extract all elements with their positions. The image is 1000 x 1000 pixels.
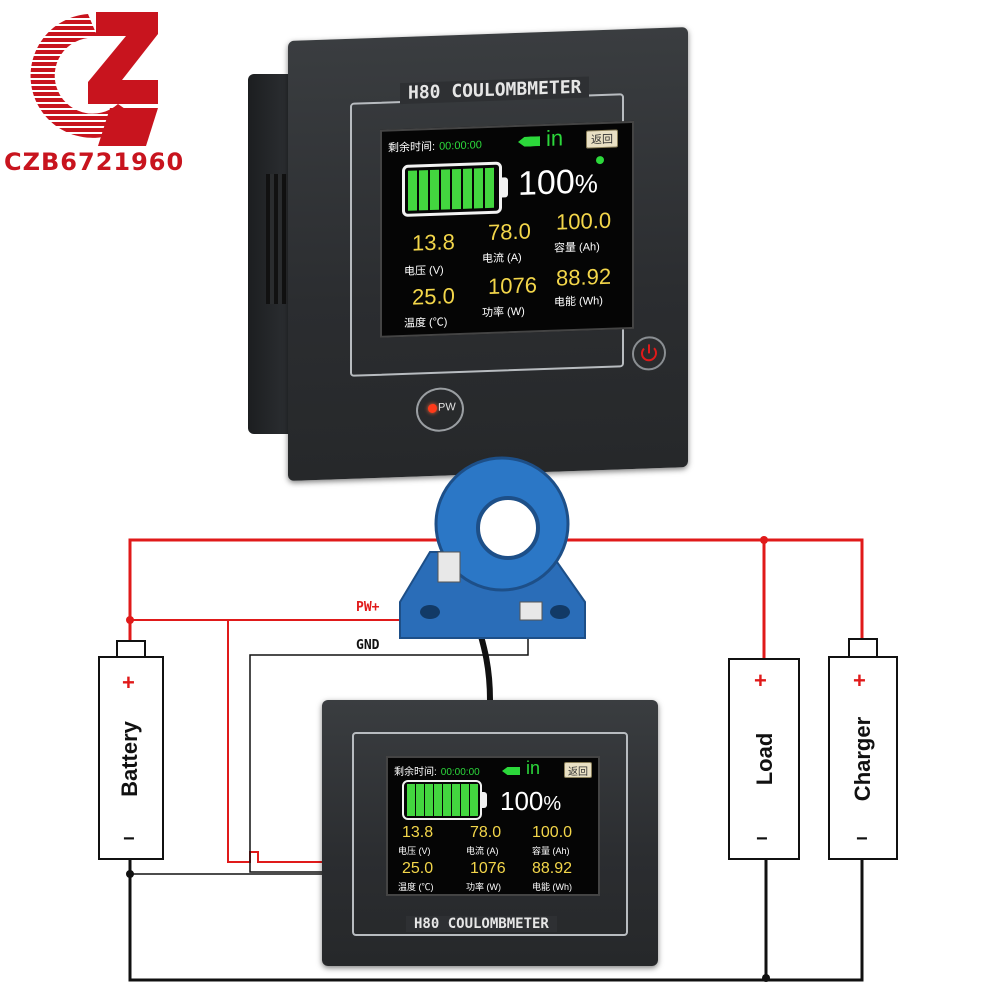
- battery-label: Battery: [117, 721, 142, 797]
- load-label: Load: [752, 732, 777, 786]
- brand-logo-text: CZB6721960: [4, 148, 185, 176]
- junction-dot: [760, 536, 768, 544]
- remaining-time-label: 剩余时间:: [394, 767, 437, 778]
- load-minus-sign: −: [756, 828, 768, 850]
- flow-direction: in: [526, 758, 541, 778]
- remaining-time-value: 00:00:00: [440, 767, 480, 778]
- battery-plus-sign: +: [122, 670, 135, 695]
- pw-wire-label: PW+: [356, 600, 380, 615]
- load-cell: [728, 658, 800, 860]
- meter-front-bezel: H80 COULOMBMETER 剩余时间:00:00:00 in 返回: [288, 27, 688, 481]
- charger-cell: [828, 656, 898, 860]
- top-meter: H80 COULOMBMETER 剩余时间:00:00:00 in 返回: [248, 27, 688, 481]
- reading-label: 功率 (W): [466, 882, 501, 892]
- negative-wire: [128, 860, 864, 982]
- charge-percent-unit: %: [543, 793, 562, 815]
- reading-label: 容量 (Ah): [532, 846, 570, 856]
- gnd-wire: [249, 625, 529, 873]
- bottom-meter: 剩余时间:00:00:00 in 返回 100% 13.8 电压 (V) 78.…: [322, 700, 658, 966]
- hall-sensor-icon: [399, 456, 586, 639]
- load-plus-sign: +: [754, 668, 767, 693]
- reading-value: 1076: [470, 860, 506, 877]
- reading-value: 25.0: [402, 860, 434, 877]
- reading-label: 温度 (℃): [398, 882, 434, 892]
- battery-cap-icon: [482, 792, 487, 808]
- remaining-time: 剩余时间:00:00:00: [394, 763, 480, 778]
- charger-terminal: [848, 638, 878, 658]
- battery-gauge-icon: [402, 780, 482, 820]
- reading-value: 100.0: [532, 824, 573, 841]
- battery-cell: [98, 656, 164, 860]
- reading-label: 电能 (Wh): [532, 882, 572, 892]
- charger-minus-sign: −: [856, 828, 868, 850]
- gnd-wire-label: GND: [356, 638, 380, 653]
- brand-logo-icon: [30, 12, 158, 146]
- charge-percent-value: 100: [500, 786, 544, 816]
- meter-title: H80 COULOMBMETER: [406, 916, 557, 932]
- power-button[interactable]: [632, 335, 666, 371]
- meter-screen: 剩余时间:00:00:00 in 返回 100% 13.8 电压 (V) 78.…: [386, 756, 600, 896]
- reading-value: 88.92: [532, 860, 573, 877]
- power-icon: [641, 344, 657, 362]
- charger-plus-sign: +: [853, 668, 866, 693]
- reading-label: 电流 (A): [466, 846, 499, 856]
- reading-value: 13.8: [402, 824, 434, 841]
- junction-dot: [126, 870, 134, 878]
- junction-dot: [762, 974, 770, 982]
- back-button[interactable]: 返回: [564, 762, 592, 778]
- charge-percent: 100%: [500, 786, 561, 817]
- meter-frame: [352, 732, 628, 936]
- reading-value: 78.0: [470, 824, 502, 841]
- battery-minus-sign: −: [123, 828, 135, 850]
- flow-arrow-icon: [502, 767, 520, 775]
- charger-label: Charger: [850, 716, 875, 802]
- reading-label: 电压 (V): [398, 846, 431, 856]
